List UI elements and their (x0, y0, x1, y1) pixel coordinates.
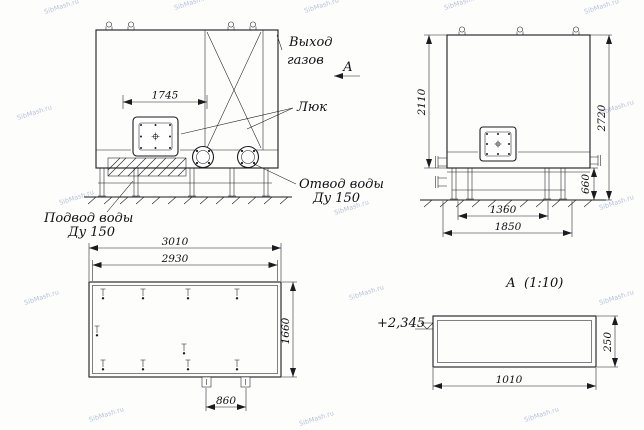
support-frame (98, 168, 272, 197)
watermark: SibMash.ru (88, 405, 125, 424)
front-annotations: Выход газов А Люк Отвод воды Ду 150 Подв… (43, 34, 384, 240)
dim-1010: 1010 (496, 374, 523, 386)
hatch-leaders (180, 107, 294, 135)
section-title-scale: (1:10) (524, 276, 563, 291)
boiler-body-side-outline (446, 34, 591, 169)
label-water-inlet-1: Подвод воды (43, 211, 133, 226)
dim-2110: 2110 (416, 88, 428, 116)
top-view: 3010 2930 1660 860 (88, 236, 297, 411)
dim-1360: 1360 (490, 204, 517, 216)
watermark: SibMash.ru (43, 0, 80, 16)
label-water-inlet-2: Ду 150 (67, 225, 115, 240)
hatch-cover (132, 116, 179, 157)
label-gas-outlet-2: газов (287, 53, 324, 68)
water-outlet-leader (253, 163, 297, 185)
gas-duct (204, 30, 264, 150)
section-inner-outline (437, 320, 592, 363)
side-support-frame (447, 168, 590, 200)
water-inlet-leader (106, 180, 134, 213)
label-gas-outlet-1: Выход (288, 35, 333, 50)
dim-2720: 2720 (596, 104, 608, 132)
dim-3010: 3010 (162, 236, 189, 248)
lifting-lugs (105, 21, 257, 30)
bottom-tabs (201, 376, 251, 388)
flange-right (236, 145, 260, 169)
label-water-outlet-2: Ду 150 (312, 191, 360, 206)
flange-left (191, 145, 215, 169)
top-view-inner-outline (92, 285, 278, 374)
inlet-manifold (107, 157, 187, 177)
lifting-lugs-side (458, 26, 580, 35)
watermark: SibMash.ru (173, 0, 210, 12)
watermark: SibMash.ru (443, 0, 480, 12)
hatch-lines (107, 157, 187, 177)
section-title-letter: А (505, 276, 516, 291)
outlet-stub (590, 155, 601, 166)
dim-1850: 1850 (495, 221, 522, 233)
label-water-outlet-1: Отвод воды (299, 177, 384, 192)
section-outline (432, 315, 597, 368)
dim-2930: 2930 (161, 253, 189, 265)
watermark: SibMash.ru (23, 288, 60, 307)
dim-860: 860 (216, 395, 236, 407)
label-hatch: Люк (296, 100, 327, 115)
dim-660: 660 (580, 174, 592, 194)
label-elevation: +2,345 (377, 316, 425, 331)
anchor-bolts (94, 288, 240, 371)
front-view: 1745 (84, 21, 292, 205)
label-section-arrow: А (342, 60, 353, 75)
inlet-stubs (435, 156, 447, 188)
watermark: SibMash.ru (523, 405, 560, 424)
watermark: SibMash.ru (598, 193, 635, 212)
watermark: SibMash.ru (298, 409, 335, 428)
dim-250: 250 (602, 332, 614, 353)
watermark: SibMash.ru (598, 288, 635, 307)
gas-outlet-leader (276, 34, 283, 51)
ground-hatch (87, 196, 289, 205)
elevation-mark: +2,345 (377, 316, 434, 331)
side-hatch-cover (479, 126, 517, 162)
watermark: SibMash.ru (583, 0, 620, 16)
dim-1745: 1745 (152, 90, 179, 102)
watermark: SibMash.ru (303, 0, 340, 15)
boiler-body-outline (95, 29, 279, 169)
section-view: А (1:10) +2,345 250 1010 (377, 276, 618, 390)
top-view-outline (88, 281, 282, 378)
side-view: 2110 2720 660 1360 1850 (416, 26, 612, 237)
dim-1660: 1660 (280, 317, 292, 344)
watermark: SibMash.ru (16, 103, 53, 122)
ground-line (84, 196, 292, 205)
watermark: SibMash.ru (348, 283, 385, 302)
